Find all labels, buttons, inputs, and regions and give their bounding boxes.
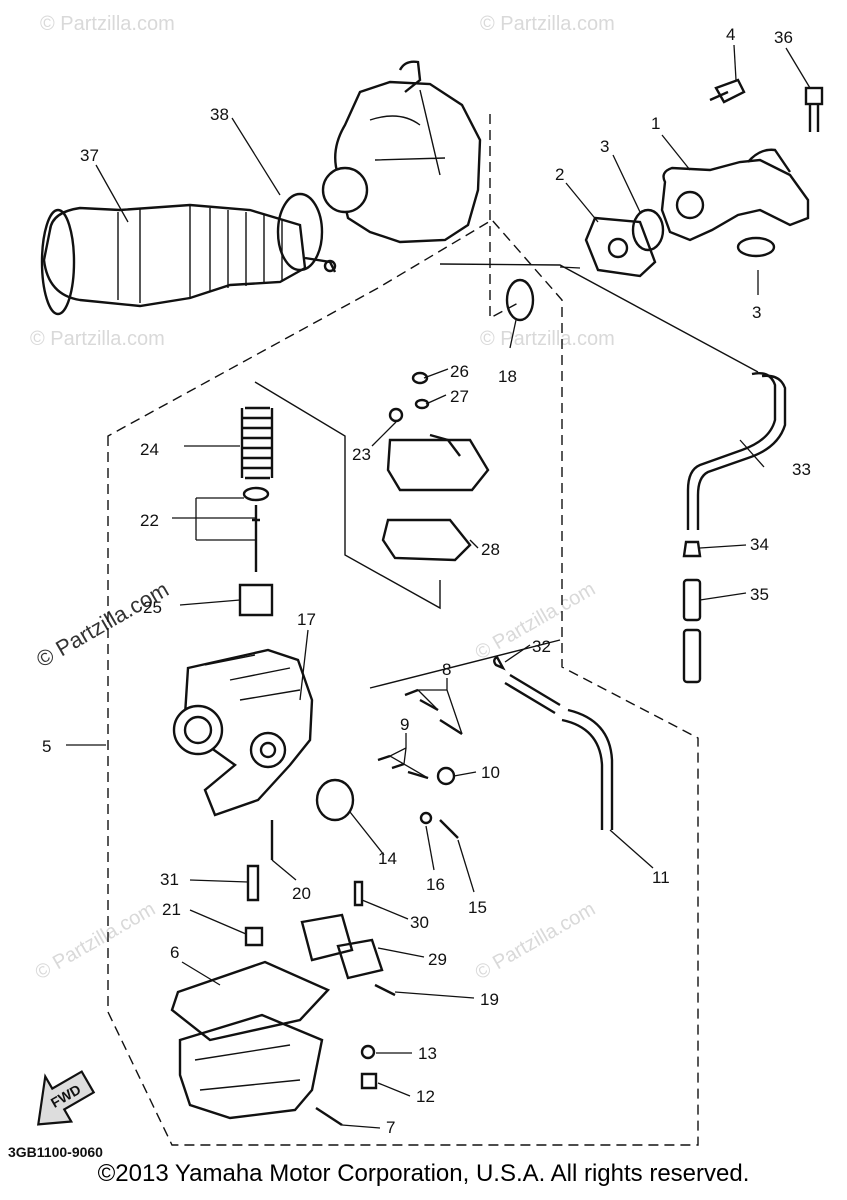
callout-3-lower: 3 (752, 303, 761, 322)
callout-3-upper: 3 (600, 137, 609, 156)
piston-25 (238, 583, 274, 617)
leader-lines (66, 44, 811, 1129)
o-ring-3-upper (631, 208, 665, 252)
callout-23: 23 (352, 445, 371, 464)
intake-manifold (660, 148, 810, 242)
assembly-outlines (107, 114, 699, 1146)
top-cap (386, 407, 490, 492)
callout-1: 1 (651, 114, 660, 133)
callout-31: 31 (160, 870, 179, 889)
callout-29: 29 (428, 950, 447, 969)
carburetor-body (172, 648, 314, 817)
adjuster-screws (377, 688, 463, 780)
watermark: © Partzilla.com (480, 328, 615, 350)
manifold-outline (489, 114, 521, 320)
callout-15: 15 (468, 898, 487, 917)
watermark: © Partzilla.com (40, 13, 175, 35)
washer-13 (360, 1044, 376, 1060)
bolt-36 (804, 86, 824, 132)
callout-4: 4 (726, 25, 735, 44)
callout-11: 11 (652, 868, 670, 887)
float-bowl (178, 1013, 324, 1120)
washer-16 (419, 811, 433, 825)
part-code: 3GB1100-9060 (8, 1144, 103, 1160)
cap-gasket-28 (381, 518, 472, 562)
jet-21 (244, 926, 264, 947)
watermark: © Partzilla.com (472, 898, 600, 984)
callout-14: 14 (378, 849, 397, 868)
callout-19: 19 (480, 990, 499, 1009)
callout-25: 25 (143, 598, 162, 617)
callout-27: 27 (450, 387, 469, 406)
o-ring-18 (505, 278, 535, 322)
callout-34: 34 (750, 535, 769, 554)
callout-20: 20 (292, 884, 311, 903)
callout-37: 37 (80, 146, 99, 165)
gasket-2 (584, 216, 657, 278)
screw-15 (439, 819, 459, 839)
hose-clamp (276, 192, 337, 273)
cap-outline (254, 381, 441, 610)
callout-28: 28 (481, 540, 500, 559)
cover-14 (315, 778, 355, 822)
callout-32: 32 (532, 637, 551, 656)
watermarks: © Partzilla.com © Partzilla.com © Partzi… (30, 13, 615, 984)
bolt-12 (360, 1072, 378, 1090)
hose-11a (504, 673, 561, 715)
drain-screw-7 (315, 1106, 343, 1127)
copyright-notice: ©2013 Yamaha Motor Corporation, U.S.A. A… (97, 1160, 750, 1187)
callout-38: 38 (210, 105, 229, 124)
watermark: © Partzilla.com (480, 13, 615, 35)
air-box (321, 60, 482, 244)
o-ring-3-lower (736, 236, 776, 258)
callout-2: 2 (555, 165, 564, 184)
callout-5: 5 (42, 737, 51, 756)
bowl-gasket-6 (170, 960, 331, 1042)
callout-8: 8 (442, 660, 451, 679)
side-watermark: © Partzilla.com (32, 577, 173, 673)
watermark: © Partzilla.com (32, 898, 160, 984)
jet-31 (246, 864, 260, 902)
callout-16: 16 (426, 875, 445, 894)
fwd-arrow: FWD (36, 1070, 96, 1126)
callout-30: 30 (410, 913, 429, 932)
callouts: 1 2 3 3 4 5 6 7 8 9 10 11 12 13 14 15 16… (42, 25, 811, 1137)
pin-19 (374, 983, 396, 997)
callout-12: 12 (416, 1087, 435, 1106)
hose-guide-line (369, 639, 561, 689)
float-29 (300, 913, 384, 980)
callout-10: 10 (481, 763, 500, 782)
cap-10 (436, 766, 456, 786)
bolt-4 (709, 78, 746, 104)
callout-7: 7 (386, 1118, 395, 1137)
intake-boot (40, 203, 307, 316)
jet-30 (353, 880, 364, 907)
callout-13: 13 (418, 1044, 437, 1063)
throttle-spring (240, 406, 274, 480)
callout-36: 36 (774, 28, 793, 47)
carburetor-assembly-outline (107, 219, 699, 1146)
callout-35: 35 (750, 585, 769, 604)
callout-6: 6 (170, 943, 179, 962)
callout-18: 18 (498, 367, 517, 386)
jet-needle (252, 505, 260, 572)
callout-33: 33 (792, 460, 811, 479)
callout-26: 26 (450, 362, 469, 381)
callout-24: 24 (140, 440, 159, 459)
washer-27 (414, 398, 430, 410)
callout-22: 22 (140, 511, 159, 530)
breather-hoses (439, 263, 787, 684)
callout-9: 9 (400, 715, 409, 734)
screw-26 (411, 371, 429, 385)
hose-11b (561, 708, 614, 830)
o-ring-32 (493, 655, 506, 671)
callout-17: 17 (297, 610, 316, 629)
callout-21: 21 (162, 900, 181, 919)
watermark: © Partzilla.com (30, 328, 165, 350)
washer-22 (242, 486, 270, 502)
